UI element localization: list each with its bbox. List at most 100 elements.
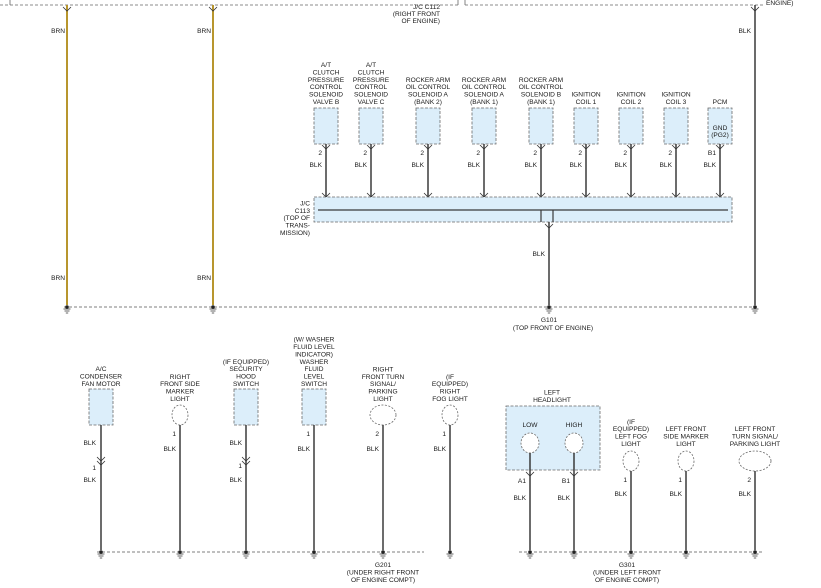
bottom-component-label: LEFT FRONT (735, 426, 776, 433)
wire-code-label: BLK (230, 440, 243, 447)
ground-symbol (242, 553, 250, 559)
bottom-component-bulb (441, 404, 459, 426)
ground-symbol (526, 553, 534, 559)
wire-connector-chevron (208, 6, 218, 12)
top-component-label: VALVE B (313, 99, 340, 106)
ground-junction-dot (528, 550, 532, 554)
bottom-component-label: LIGHT (170, 396, 189, 403)
bottom-component-bulb (677, 450, 695, 472)
bottom-component-pin: 1 (92, 465, 96, 472)
top-component-label: COIL 2 (621, 99, 642, 106)
top-component-wire-code: BLK (310, 162, 323, 169)
wire-code-label: BLK (298, 446, 311, 453)
top-component-label: OIL CONTROL (519, 84, 564, 91)
wire-code-label: BLK (514, 495, 527, 502)
top-component-label: CLUTCH (358, 69, 385, 76)
bottom-component-label: PARKING LIGHT (730, 441, 780, 448)
ground-junction-dot (753, 550, 757, 554)
top-component-pin: 2 (533, 150, 537, 157)
top-component-box (573, 107, 599, 145)
headlight-pin-high: B1 (562, 478, 570, 485)
bottom-component-label: FAN MOTOR (81, 381, 120, 388)
wire-code-label: BLK (739, 491, 752, 498)
top-component-box (528, 107, 554, 145)
ground-symbol (682, 553, 690, 559)
ground-symbol (97, 553, 105, 559)
ground-junction-dot (178, 550, 182, 554)
bottom-component-label: FLUID LEVEL (293, 344, 335, 351)
bottom-component-label: TURN SIGNAL/ (732, 434, 778, 441)
top-component-label: OIL CONTROL (406, 84, 451, 91)
bottom-component-label: (IF (446, 374, 454, 381)
top-component-label: SOLENOID B (521, 92, 562, 99)
top-component-label: IGNITION (616, 92, 646, 99)
bottom-component-pin: 1 (238, 463, 242, 470)
wire-connector-chevron (581, 144, 591, 150)
top-component-wire-code: BLK (704, 162, 717, 169)
bottom-component-label: FRONT SIDE (160, 381, 200, 388)
connector-c112-label: J/C C112 (413, 4, 440, 11)
bottom-component-label: LEFT FRONT (666, 426, 707, 433)
wire-code-label: BLK (84, 477, 97, 484)
junction-connector-c113-label: TRANS- (285, 223, 310, 230)
top-component-label: (BANK 1) (470, 99, 498, 106)
bottom-component-label: LEVEL (304, 374, 325, 381)
top-component-wire-code: BLK (355, 162, 368, 169)
top-component-pin: 2 (578, 150, 582, 157)
bottom-component-label: RIGHT (170, 374, 191, 381)
top-component-label: PCM (713, 99, 728, 106)
wire-connector-chevron (366, 144, 376, 150)
bottom-component-label: MARKER (166, 389, 194, 396)
wire-code-label: BLK (84, 440, 97, 447)
bottom-component-label: SECURITY (229, 366, 263, 373)
bottom-component-label: LIGHT (373, 396, 392, 403)
bottom-component-label: SIGNAL/ (370, 381, 396, 388)
headlight-high-label: HIGH (566, 422, 583, 429)
bottom-component-pin: 2 (375, 431, 379, 438)
ground-symbol (545, 308, 553, 314)
top-component-wire-code: BLK (615, 162, 628, 169)
top-component-pin: 2 (623, 150, 627, 157)
ground-g301-name: G301 (619, 562, 635, 569)
bottom-component-pin: 2 (747, 477, 751, 484)
bottom-component-bulb (369, 404, 397, 426)
headlight-pin-low: A1 (518, 478, 526, 485)
bottom-component-label: A/C (96, 366, 107, 373)
wire-code-label: BRN (197, 28, 211, 35)
bottom-component-label: FOG LIGHT (432, 396, 468, 403)
bottom-component-label: SWITCH (301, 381, 327, 388)
top-component-label: OIL CONTROL (462, 84, 507, 91)
diagram-structure (0, 0, 772, 559)
ground-symbol (176, 553, 184, 559)
wire-connector-chevron (569, 471, 579, 477)
top-component-pin: 2 (476, 150, 480, 157)
headlight-label: LEFT (544, 390, 560, 397)
bottom-component-label: (IF (627, 419, 635, 426)
ground-junction-dot (65, 305, 69, 309)
bottom-component-bulb (622, 450, 640, 472)
top-component-wire-code: BLK (570, 162, 583, 169)
bottom-component-label: CONDENSER (80, 374, 122, 381)
junction-connector-c113-label: MISSION) (280, 230, 310, 237)
bottom-component-pin: 1 (623, 477, 627, 484)
top-component-box (471, 107, 497, 145)
wire-code-label: BRN (197, 275, 211, 282)
headlight-high-bulb (564, 432, 584, 454)
top-component-pin: 2 (318, 150, 322, 157)
wire-connector-chevron (671, 144, 681, 150)
ground-symbol (446, 553, 454, 559)
wire-connector-chevron (544, 223, 554, 229)
wire-code-label: BLK (558, 495, 571, 502)
top-component-wire-code: BLK (660, 162, 673, 169)
ground-symbol (63, 308, 71, 314)
top-component-pin: 2 (363, 150, 367, 157)
top-component-label: (BANK 1) (527, 99, 555, 106)
ground-g301-location: OF ENGINE COMPT) (595, 577, 659, 584)
headlight-low-label: LOW (522, 422, 538, 429)
bottom-component-label: (IF EQUIPPED) (223, 359, 269, 366)
top-component-label: IGNITION (571, 92, 601, 99)
ground-junction-dot (547, 305, 551, 309)
ground-symbol (310, 553, 318, 559)
bottom-component-box (301, 388, 327, 426)
